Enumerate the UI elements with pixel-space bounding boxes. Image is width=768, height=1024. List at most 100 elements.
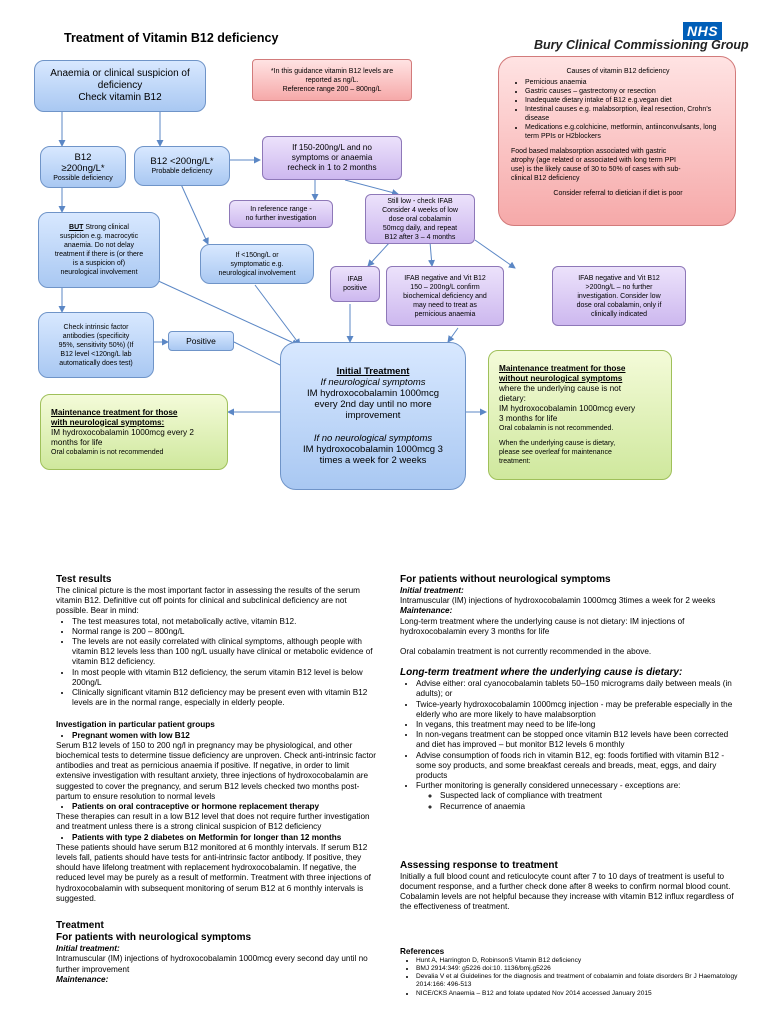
still-low-line-4: 50mcg daily, and repeat	[382, 224, 458, 232]
test-results-heading: Test results	[56, 574, 112, 585]
causes-food-line-3: use) is the likely cause of 30 to 50% of…	[511, 166, 681, 173]
causes-box: Causes of vitamin B12 deficiency Pernici…	[498, 56, 736, 226]
lt150-line-2: symptomatic e.g.	[230, 260, 284, 268]
assessing-text: Initially a full blood count and reticul…	[400, 871, 734, 912]
lt150-line-3: neurological involvement	[218, 269, 296, 277]
oral-contraceptive-heading: Patients on oral contraceptive or hormon…	[72, 802, 376, 812]
causes-diet: Consider referral to dietician if diet i…	[553, 190, 683, 197]
diet-bullets: Advise either: oral cyanocobalamin table…	[400, 679, 740, 791]
references-heading: References	[400, 946, 445, 956]
ifab-neg2-line-2: >200ng/L – no further	[585, 283, 653, 291]
diet-bullet: In non-vegans treatment can be stopped o…	[416, 730, 740, 750]
still-low-line-1: Still low - check IFAB	[387, 197, 453, 205]
initial-a-line-2: IM hydroxocobalamin 1000mcg	[306, 388, 439, 399]
diet-bullet: In vegans, this treatment may need to be…	[416, 720, 740, 730]
causes-list: Pernicious anaemia Gastric causes – gast…	[511, 78, 725, 141]
initial-b-line-3: times a week for 2 weeks	[319, 455, 427, 466]
ifab-negative-low-box: IFAB negative and Vit B12 150 – 200ng/L …	[386, 266, 504, 326]
still-low-box: Still low - check IFAB Consider 4 weeks …	[365, 194, 475, 244]
test-bullet: The test measures total, not metabolical…	[72, 617, 376, 627]
references-list: Hunt A, Harrington D, RobinsonS Vitamin …	[400, 957, 740, 998]
metformin-heading: Patients with type 2 diabetes on Metform…	[72, 833, 376, 843]
ref-range-line-1: In reference range -	[250, 206, 312, 213]
org-name: Bury Clinical Commissioning Group	[534, 38, 749, 52]
investigation-heading: Investigation in particular patient grou…	[56, 720, 215, 730]
left-column: Test results The clinical picture is the…	[56, 574, 376, 985]
lt150-line-1: If <150ng/L or	[235, 251, 279, 259]
ifab-neg2-line-3: investigation. Consider low	[577, 292, 661, 300]
maint-non-diet-2: please see overleaf for maintenance	[499, 449, 612, 456]
maint-neuro-line-1: IM hydroxocobalamin 1000mcg every 2	[51, 427, 194, 437]
pregnant-text: Serum B12 levels of 150 to 200 ng/l in p…	[56, 740, 376, 801]
maint-non-line-3: IM hydroxocobalamin 1000mcg every	[499, 404, 636, 413]
ifab-pos-line-1: IFAB	[347, 276, 363, 283]
diet-bullet: Further monitoring is generally consider…	[416, 781, 740, 791]
b12-low-box: B12 <200ng/L* Probable deficiency	[134, 146, 230, 186]
recheck-line-3: recheck in 1 to 2 months	[287, 163, 377, 172]
maintenance-neuro-box: Maintenance treatment for those with neu…	[40, 394, 228, 470]
maint-non-diet-1: When the underlying cause is dietary,	[499, 440, 616, 447]
recheck-line-1: If 150-200ng/L and no	[292, 143, 372, 152]
note-line-3: Reference range 200 – 800ng/L	[282, 85, 382, 93]
start-line-1: Anaemia or clinical suspicion of	[50, 68, 190, 79]
treat-initial-label: Initial treatment:	[56, 944, 120, 954]
b12-high-line-2: ≥200ng/L*	[61, 162, 105, 174]
pregnant-heading: Pregnant women with low B12	[72, 731, 376, 741]
non-maint-label: Maintenance:	[400, 606, 453, 616]
maint-non-line-4: 3 months for life	[499, 414, 558, 423]
intrinsic-line-2: antibodies (specificity	[62, 332, 130, 340]
treatment-neuro-heading: For patients with neurological symptoms	[56, 932, 252, 944]
non-initial-label: Initial treatment:	[400, 586, 464, 595]
ifab-neg2-line-4: dose oral cobalamin, only if	[576, 301, 662, 309]
b12-low-line-2: Probable deficiency	[151, 168, 213, 175]
test-intro: The clinical picture is the most importa…	[56, 586, 360, 616]
causes-food-line-2: atrophy (age related or associated with …	[511, 157, 676, 164]
maint-neuro-line-2: months for life	[51, 437, 103, 447]
but-line-6: neurological involvement	[60, 269, 138, 276]
maint-non-diet-3: treatment:	[499, 458, 531, 465]
maint-non-line-2: dietary:	[499, 394, 526, 403]
but-line-2: suspicion e.g. macrocytic	[59, 233, 139, 240]
treat-maint-label: Maintenance:	[56, 974, 109, 984]
intrinsic-line-4: B12 level <120ng/L lab	[60, 350, 132, 358]
b12-high-line-3: Possible deficiency	[53, 174, 113, 182]
non-initial-text: Intramuscular (IM) injections of hydroxo…	[400, 596, 716, 606]
cause-item: Pernicious anaemia	[525, 78, 725, 87]
start-box: Anaemia or clinical suspicion of deficie…	[34, 60, 206, 112]
ifab-neg1-line-4: may need to treat as	[413, 301, 477, 309]
initial-a-line-4: improvement	[345, 410, 401, 421]
maint-non-title-2: without neurological symptoms	[499, 374, 623, 383]
still-low-line-2: Consider 4 weeks of low	[382, 206, 458, 214]
but-line-5: is a suspicion of)	[72, 260, 126, 267]
but-line-4: treatment if there is (or there	[54, 251, 144, 258]
diet-sub-bullet: Recurrence of anaemia	[440, 802, 740, 812]
maint-non-line-1: where the underlying cause is not	[499, 384, 621, 393]
non-neuro-heading: For patients without neurological sympto…	[400, 574, 611, 585]
intrinsic-line-3: 95%, sensitivity 50%) (If	[58, 341, 134, 349]
maintenance-non-neuro-box: Maintenance treatment for those without …	[488, 350, 672, 480]
still-low-line-5: B12 after 3 – 4 months	[384, 233, 456, 241]
b12-low-line-1: B12 <200ng/L*	[150, 156, 214, 167]
b12-high-line-1: B12	[74, 151, 92, 163]
initial-b-line-2: IM hydroxocobalamin 1000mcg 3	[303, 444, 443, 455]
treatment-heading: Treatment	[56, 920, 104, 932]
lt150-box: If <150ng/L or symptomatic e.g. neurolog…	[200, 244, 314, 284]
reference-item: NICE/CKS Anaemia – B12 and folate update…	[416, 990, 740, 998]
positive-box: Positive	[168, 331, 234, 351]
maint-non-title-1: Maintenance treatment for those	[499, 364, 626, 373]
reference-range-box: In reference range - no further investig…	[229, 200, 333, 228]
test-bullet: Clinically significant vitamin B12 defic…	[72, 688, 376, 708]
intrinsic-factor-box: Check intrinsic factor antibodies (speci…	[38, 312, 154, 378]
recheck-box: If 150-200ng/L and no symptoms or anaemi…	[262, 136, 402, 180]
but-strong-suspicion-box: BUT Strong clinical suspicion e.g. macro…	[38, 212, 160, 288]
initial-a-line-1: If neurological symptoms	[320, 377, 426, 388]
metformin-text: These patients should have serum B12 mon…	[56, 842, 371, 903]
reference-item: Devalia V et al Guidelines for the diagn…	[416, 973, 740, 989]
causes-food: Food based malabsorption associated with…	[511, 147, 725, 183]
note-line-2: reported as ng/L.	[305, 76, 359, 84]
intrinsic-line-1: Check intrinsic factor	[63, 323, 129, 331]
dietary-heading: Long-term treatment where the underlying…	[400, 667, 683, 679]
right-column: For patients without neurological sympto…	[400, 574, 740, 998]
non-oral-text: Oral cobalamin treatment is not currentl…	[400, 647, 652, 657]
causes-food-line-4: clinical B12 deficiency	[511, 175, 580, 182]
